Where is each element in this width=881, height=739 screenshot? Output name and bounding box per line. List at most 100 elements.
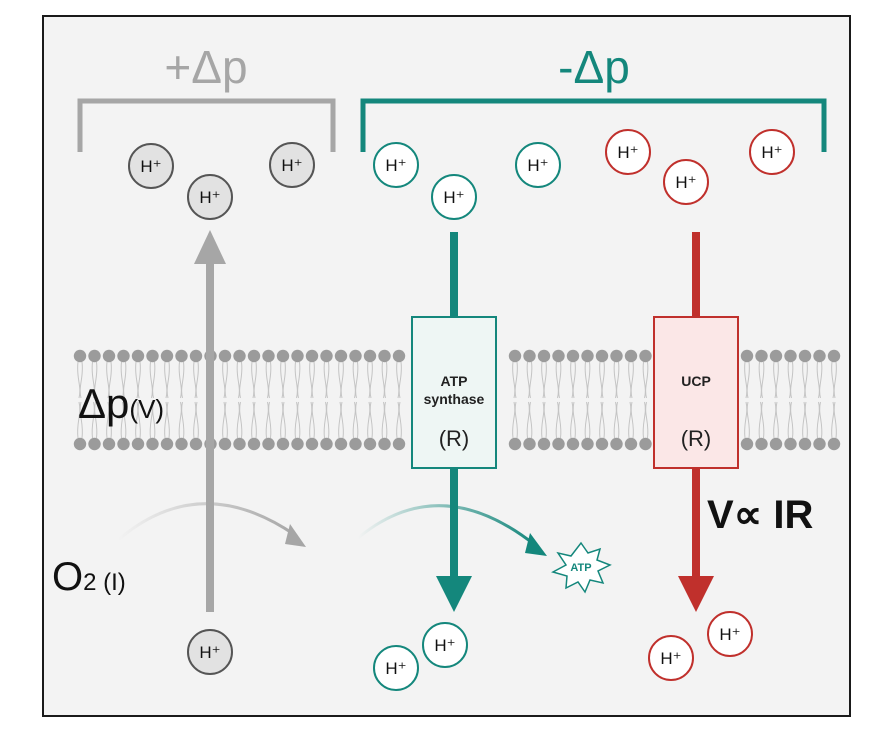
lipid-tail: [630, 401, 634, 439]
v-proportional-ir-label: V∝ IR: [707, 493, 813, 537]
lipid-head-top: [218, 349, 232, 363]
lipid-tail: [294, 401, 298, 439]
lipid-tail: [108, 361, 112, 399]
lipid-head-bottom: [276, 437, 290, 451]
lipid-head-bottom: [117, 437, 130, 451]
lipid-head-bottom: [88, 437, 101, 451]
lipid-head-top: [349, 349, 362, 363]
lipid-head-top: [769, 349, 783, 363]
lipid-tail: [79, 401, 83, 439]
proton-label: H⁺: [719, 625, 740, 644]
atp-synthase-resistance-label: (R): [439, 426, 470, 451]
lipid-tail: [280, 401, 284, 439]
proton-teal: [431, 174, 477, 220]
lipid-tail: [744, 361, 748, 399]
lipid-tail: [106, 401, 110, 439]
lipid-tail: [340, 401, 344, 439]
lipid-tail: [384, 401, 388, 439]
lipid-tail: [398, 361, 402, 399]
proton-red: [749, 129, 795, 175]
lipid-head-bottom: [363, 437, 377, 451]
lipid-head-top: [175, 349, 188, 363]
lipid-tail: [543, 361, 547, 399]
lipid-head-bottom: [595, 437, 609, 451]
lipid-tail: [120, 401, 124, 439]
lipid-tail: [601, 401, 605, 439]
lipid-tail: [178, 361, 182, 399]
lipid-head-top: [320, 349, 333, 363]
lipid-head-top: [784, 349, 797, 363]
lipid-tail: [369, 401, 373, 439]
proton-label: H⁺: [443, 188, 464, 207]
lipid-head-top: [566, 349, 580, 363]
lipid-tail: [831, 361, 835, 399]
lipid-head-bottom: [146, 437, 159, 451]
lipid-tail: [570, 401, 574, 439]
atp-synthase-box: [411, 316, 497, 469]
lipid-tail: [251, 401, 255, 439]
lipid-head-top: [146, 349, 159, 363]
lipid-head-bottom: [233, 437, 246, 451]
gray-arrow-head-icon: [194, 230, 226, 264]
lipid-tail: [381, 401, 385, 439]
lipid-tail: [555, 361, 559, 399]
lipid-tail: [613, 401, 617, 439]
lipid-tail: [239, 361, 243, 399]
lipid-tail: [236, 361, 240, 399]
lipid-tail: [642, 401, 646, 439]
lipid-head-bottom: [624, 437, 638, 451]
lipid-tail: [297, 401, 301, 439]
lipid-head-top: [262, 349, 275, 363]
proton-red: [707, 611, 753, 657]
lipid-tail: [816, 361, 820, 399]
lipid-tail: [224, 361, 228, 399]
lipid-head-top: [378, 349, 391, 363]
proton-label: H⁺: [527, 156, 548, 175]
lipid-tail: [106, 361, 110, 399]
proton-label: H⁺: [199, 643, 220, 662]
lipid-tail: [758, 401, 762, 439]
lipid-tail: [802, 401, 806, 439]
lipid-tail: [514, 401, 518, 439]
lipid-tail: [572, 401, 576, 439]
lipid-tail: [265, 401, 269, 439]
lipid-tail: [123, 401, 127, 439]
lipid-tail: [773, 361, 777, 399]
lipid-head-top: [740, 349, 754, 363]
lipid-tail: [396, 401, 400, 439]
lipid-tail: [645, 361, 649, 399]
lipid-tail: [94, 401, 98, 439]
lipid-tail: [166, 361, 170, 399]
lipid-tail: [529, 361, 533, 399]
lipid-tail: [338, 361, 342, 399]
lipid-tail: [195, 361, 199, 399]
lipid-tail: [529, 401, 533, 439]
lipid-tail: [819, 401, 823, 439]
lipid-tail: [123, 361, 127, 399]
lipid-head-top: [581, 349, 594, 363]
lipid-tail: [164, 361, 168, 399]
lipid-tail: [178, 401, 182, 439]
lipid-head-bottom: [102, 437, 116, 451]
lipid-head-bottom: [392, 437, 406, 451]
lipid-tail: [384, 361, 388, 399]
lipid-head-bottom: [798, 437, 812, 451]
proton-teal: [373, 645, 419, 691]
lipid-tail: [558, 361, 562, 399]
proton-gray: [269, 142, 315, 188]
lipid-tail: [601, 361, 605, 399]
lipid-head-bottom: [827, 437, 841, 451]
lipid-tail: [790, 401, 794, 439]
protons-group: H⁺H⁺H⁺H⁺H⁺H⁺H⁺H⁺H⁺H⁺H⁺H⁺H⁺H⁺: [128, 129, 795, 691]
lipid-head-top: [595, 349, 609, 363]
lipid-tail: [369, 361, 373, 399]
plus-dp-bracket: [77, 98, 336, 152]
lipid-tail: [804, 361, 808, 399]
proton-teal: [515, 142, 561, 188]
lipid-head-bottom: [537, 437, 551, 451]
proton-gray: [187, 174, 233, 220]
atp-curved-arrow: [357, 504, 536, 547]
lipid-tail: [630, 361, 634, 399]
lipid-tail: [137, 401, 141, 439]
